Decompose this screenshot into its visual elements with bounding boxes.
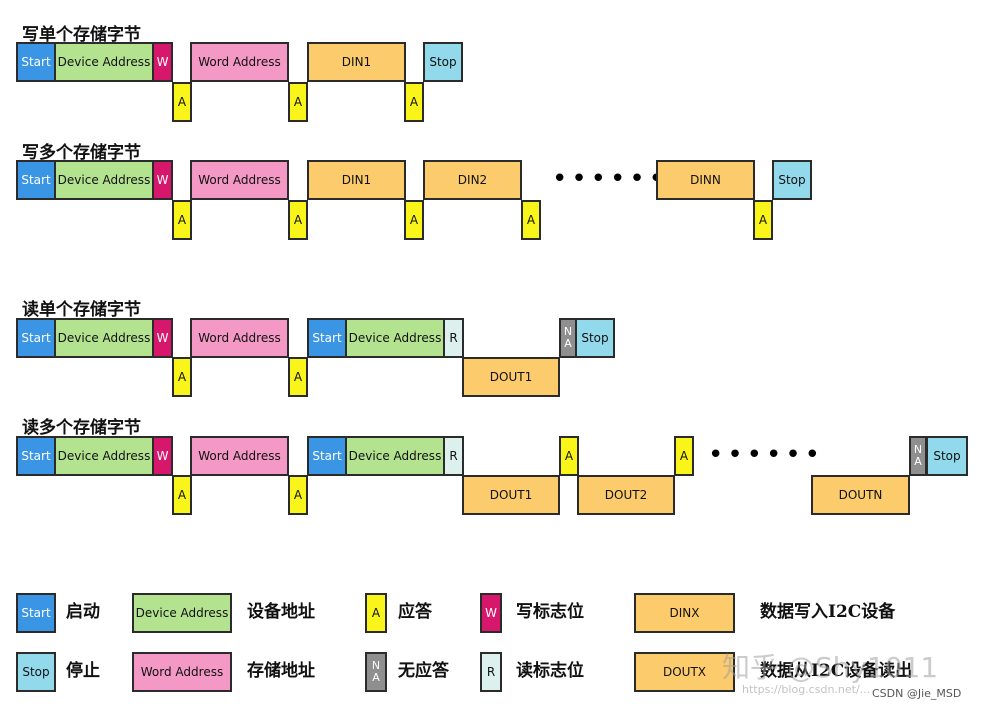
section-title-write-single: 写单个存储字节 — [22, 25, 141, 45]
nack-letter-n: N — [913, 443, 923, 456]
legend-word-address-label: 存储地址 — [247, 661, 315, 681]
legend-ack-label: 应答 — [398, 602, 432, 622]
legend-ack-sample: A — [365, 593, 387, 633]
legend-stop-label: 停止 — [66, 661, 100, 681]
legend-stop-sample: Stop — [16, 652, 56, 692]
nack-letter-a: A — [372, 671, 380, 684]
ack-block: A — [172, 357, 192, 397]
legend-device-address-label: 设备地址 — [247, 602, 315, 622]
write-flag-block: W — [152, 160, 173, 200]
legend-read-flag-label: 读标志位 — [516, 661, 584, 681]
write-flag-block: W — [152, 318, 173, 358]
start-block: Start — [16, 42, 56, 82]
legend-write-flag-label: 写标志位 — [516, 602, 584, 622]
device-address-block: Device Address — [345, 436, 445, 476]
device-address-block: Device Address — [54, 318, 154, 358]
start-block: Start — [16, 160, 56, 200]
stop-block: Stop — [575, 318, 615, 358]
device-address-block: Device Address — [54, 160, 154, 200]
device-address-block: Device Address — [54, 42, 154, 82]
write-flag-block: W — [152, 42, 173, 82]
legend-doutx-label: 数据从I2C设备读出 — [760, 661, 913, 681]
start-block: Start — [16, 436, 56, 476]
section-title-read-multiple: 读多个存储字节 — [22, 418, 141, 438]
nack-letter-n: N — [371, 659, 381, 672]
ack-block: A — [172, 200, 192, 240]
legend-write-flag-sample: W — [480, 593, 502, 633]
ack-block: A — [559, 436, 579, 476]
legend-start-label: 启动 — [66, 602, 100, 622]
ack-block: A — [288, 200, 308, 240]
zhihu-watermark: 知乎 @Shy1011 — [722, 651, 939, 684]
ack-block: A — [674, 436, 694, 476]
legend-device-address-sample: Device Address — [132, 593, 232, 633]
ack-block: A — [172, 475, 192, 515]
read-flag-block: R — [443, 318, 464, 358]
ack-block: A — [288, 357, 308, 397]
legend-read-flag-sample: R — [480, 652, 502, 692]
data-in-block: DIN1 — [307, 42, 406, 82]
read-flag-block: R — [443, 436, 464, 476]
start-block: Start — [307, 318, 347, 358]
section-title-read-single: 读单个存储字节 — [22, 300, 141, 320]
data-in-block: DIN2 — [423, 160, 522, 200]
section-title-write-multiple: 写多个存储字节 — [22, 143, 141, 163]
legend-nack-label: 无应答 — [398, 661, 449, 681]
stop-block: Stop — [772, 160, 812, 200]
csdn-watermark: CSDN @Jie_MSD — [872, 687, 962, 700]
word-address-block: Word Address — [190, 318, 289, 358]
stop-block: Stop — [423, 42, 463, 82]
data-out-block: DOUT2 — [577, 475, 675, 515]
data-out-block: DOUT1 — [462, 475, 560, 515]
ack-block: A — [288, 475, 308, 515]
stop-block: Stop — [926, 436, 968, 476]
data-in-block: DINN — [656, 160, 755, 200]
data-in-block: DIN1 — [307, 160, 406, 200]
ack-block: A — [404, 200, 424, 240]
ack-block: A — [404, 82, 424, 122]
start-block: Start — [16, 318, 56, 358]
nack-letter-a: A — [914, 455, 922, 468]
url-watermark: https://blog.csdn.net/... — [742, 683, 871, 696]
legend-dinx-label: 数据写入I2C设备 — [760, 602, 896, 622]
legend-start-sample: Start — [16, 593, 56, 633]
ack-block: A — [521, 200, 541, 240]
data-out-block: DOUTN — [811, 475, 910, 515]
word-address-block: Word Address — [190, 160, 289, 200]
data-out-block: DOUT1 — [462, 357, 560, 397]
nack-letter-a: A — [564, 337, 572, 350]
continuation-dots: •••••• — [552, 164, 669, 194]
ack-block: A — [753, 200, 773, 240]
word-address-block: Word Address — [190, 436, 289, 476]
legend-doutx-sample: DOUTX — [634, 652, 735, 692]
word-address-block: Word Address — [190, 42, 289, 82]
start-block: Start — [307, 436, 347, 476]
legend-dinx-sample: DINX — [634, 593, 735, 633]
legend-word-address-sample: Word Address — [132, 652, 232, 692]
device-address-block: Device Address — [345, 318, 445, 358]
device-address-block: Device Address — [54, 436, 154, 476]
nack-letter-n: N — [563, 325, 573, 338]
ack-block: A — [288, 82, 308, 122]
write-flag-block: W — [152, 436, 173, 476]
continuation-dots: •••••• — [708, 440, 825, 470]
ack-block: A — [172, 82, 192, 122]
